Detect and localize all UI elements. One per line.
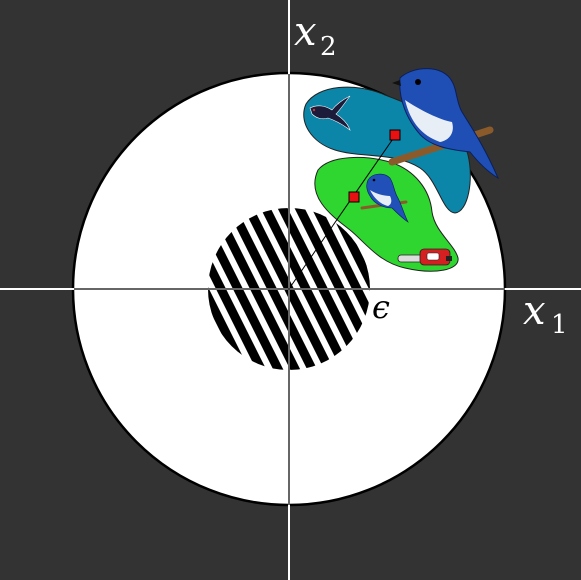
red-marker-inner: [348, 191, 360, 203]
svg-text:x: x: [523, 288, 546, 334]
epsilon-label: ϵ: [372, 288, 390, 326]
x2-axis-label: x 2: [294, 9, 337, 62]
svg-text:2: 2: [320, 32, 337, 62]
svg-text:1: 1: [551, 310, 568, 340]
chainsaw-icon: [397, 248, 452, 266]
swallow-icon: [309, 95, 351, 131]
x1-axis-label: x 1: [523, 288, 568, 340]
svg-text:x: x: [294, 9, 317, 55]
small-bluebird-icon: [360, 173, 409, 223]
bluebird-icon: [388, 68, 500, 180]
red-marker-outer: [389, 129, 401, 141]
trajectory-line: [290, 132, 398, 287]
